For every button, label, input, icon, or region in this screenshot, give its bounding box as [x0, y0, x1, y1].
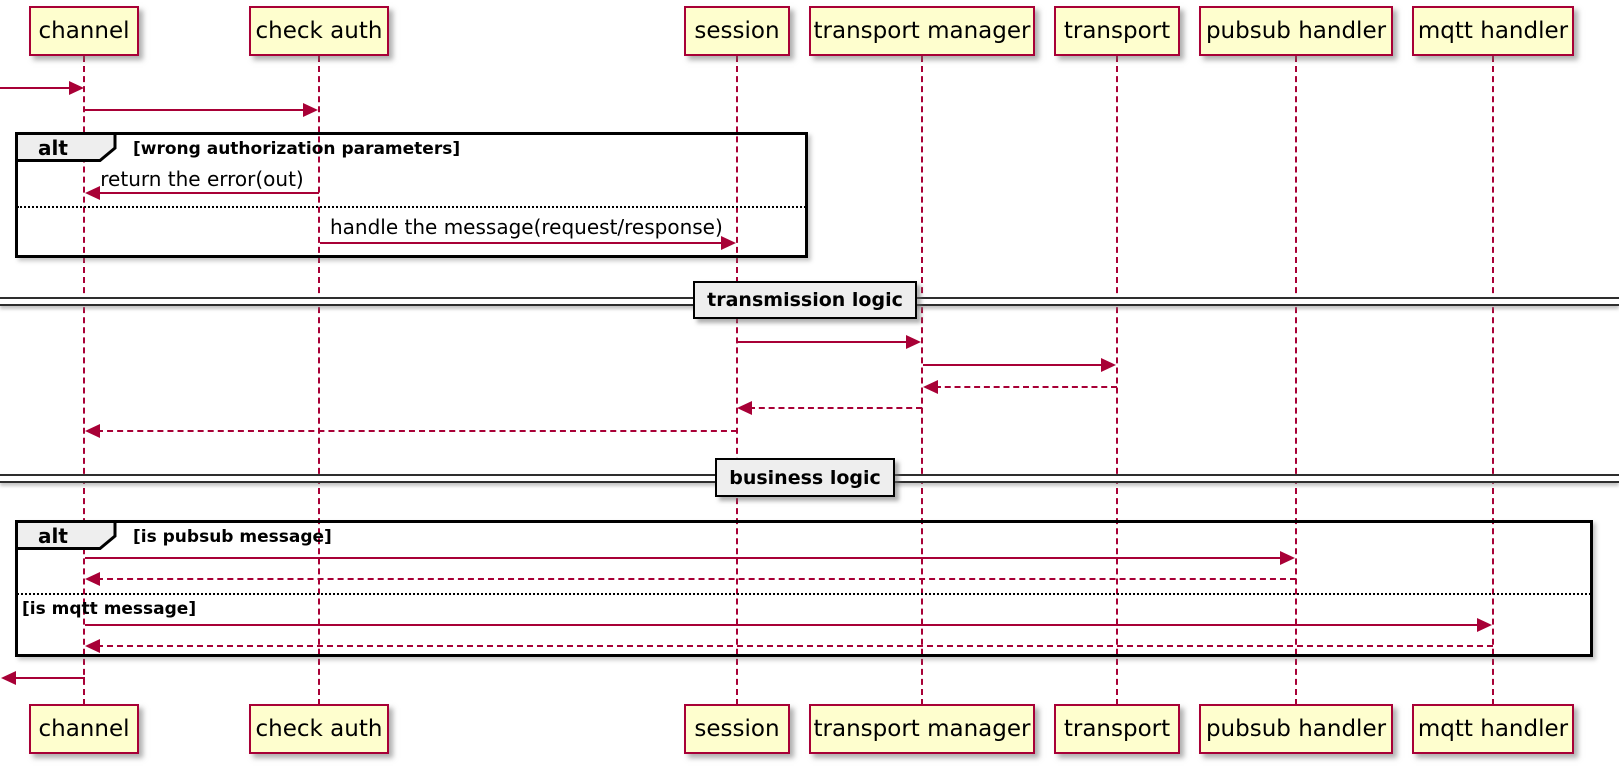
lifeline-check-auth — [318, 56, 320, 705]
message-session-to-channel-line — [97, 430, 737, 432]
lifeline-pubsub-handler — [1295, 56, 1297, 705]
arrowhead-right-icon — [906, 335, 921, 349]
participant-check-auth-bottom: check auth — [249, 704, 389, 754]
arrowhead-left-icon — [85, 186, 100, 200]
guard-is-pubsub-message: [is pubsub message] — [133, 527, 332, 547]
divider-transmission-logic: transmission logic — [693, 281, 917, 319]
else-separator-2 — [17, 593, 1591, 595]
alt-operator-label: alt — [38, 136, 68, 160]
participant-channel-bottom: channel — [29, 704, 139, 754]
alt-frame-1 — [15, 132, 808, 258]
divider-business-logic: business logic — [715, 458, 895, 497]
else-separator-1 — [17, 206, 806, 208]
participant-session-top: session — [684, 6, 790, 56]
arrowhead-right-icon — [721, 236, 736, 250]
participant-session-bottom: session — [684, 704, 790, 754]
participant-check-auth-top: check auth — [249, 6, 389, 56]
participant-transport-manager-top: transport manager — [809, 6, 1035, 56]
message-channel-to-mqtt-line — [85, 624, 1480, 626]
message-incoming-line — [0, 87, 72, 89]
lifeline-transport-manager — [921, 56, 923, 705]
arrowhead-right-icon — [303, 103, 318, 117]
participant-mqtt-handler-bottom: mqtt handler — [1412, 704, 1574, 754]
lifeline-mqtt-handler — [1492, 56, 1494, 705]
arrowhead-right-icon — [69, 81, 84, 95]
message-session-to-tm-line — [738, 341, 909, 343]
message-return-error-label: return the error(out) — [100, 167, 304, 191]
arrowhead-left-icon — [85, 572, 100, 586]
arrowhead-left-icon — [923, 380, 938, 394]
arrowhead-right-icon — [1280, 551, 1295, 565]
participant-pubsub-handler-top: pubsub handler — [1199, 6, 1393, 56]
message-handle-message-label: handle the message(request/response) — [330, 215, 723, 239]
guard-is-mqtt-message: [is mqtt message] — [22, 599, 197, 619]
alt-operator-tab — [15, 132, 117, 162]
alt-operator-label: alt — [38, 524, 68, 548]
arrowhead-left-icon — [85, 424, 100, 438]
message-handle-message-line — [320, 242, 723, 244]
participant-transport-manager-bottom: transport manager — [809, 704, 1035, 754]
participant-channel-top: channel — [29, 6, 139, 56]
participant-transport-bottom: transport — [1054, 704, 1180, 754]
message-pubsub-to-channel-line — [97, 578, 1296, 580]
arrowhead-left-icon — [1, 671, 16, 685]
lifeline-transport — [1116, 56, 1118, 705]
lifeline-channel — [83, 56, 85, 705]
message-tm-to-transport-line — [923, 364, 1103, 366]
lifeline-session — [736, 56, 738, 705]
alt-frame-2 — [15, 520, 1593, 657]
message-channel-to-checkauth-line — [85, 109, 306, 111]
message-mqtt-to-channel-line — [97, 645, 1493, 647]
message-outgoing-line — [14, 677, 85, 679]
arrowhead-left-icon — [737, 401, 752, 415]
message-tm-to-session-line — [749, 407, 922, 409]
arrowhead-right-icon — [1101, 358, 1116, 372]
alt-operator-tab — [15, 520, 117, 550]
arrowhead-right-icon — [1477, 618, 1492, 632]
participant-transport-top: transport — [1054, 6, 1180, 56]
participant-pubsub-handler-bottom: pubsub handler — [1199, 704, 1393, 754]
message-transport-to-tm-line — [935, 386, 1117, 388]
message-return-error-line — [97, 192, 319, 194]
arrowhead-left-icon — [85, 639, 100, 653]
guard-wrong-authorization: [wrong authorization parameters] — [133, 139, 461, 159]
message-channel-to-pubsub-line — [85, 557, 1283, 559]
participant-mqtt-handler-top: mqtt handler — [1412, 6, 1574, 56]
